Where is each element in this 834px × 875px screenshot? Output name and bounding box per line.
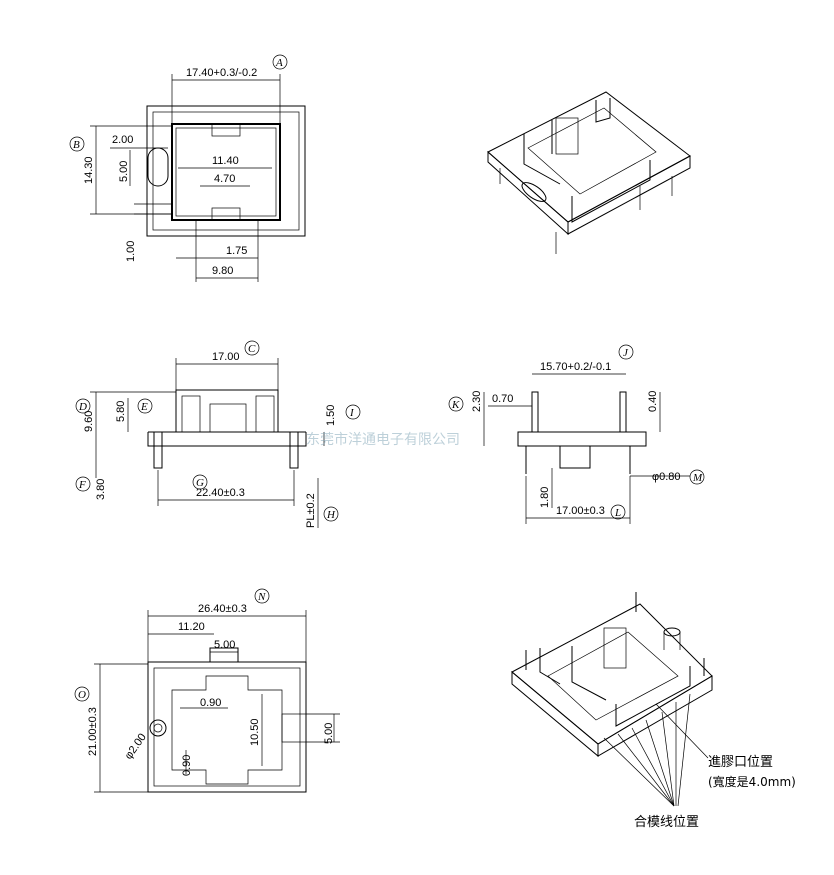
view2-dim-pl: PL±0.2 <box>305 493 317 528</box>
view2-tag-h: H <box>326 509 336 521</box>
view1-dim-470: 4.70 <box>214 173 235 185</box>
view3-tag-j: J <box>623 347 629 359</box>
view4-bottom-view: 26.40±0.3 N 11.20 5.00 21.00±0.3 O 0.90 … <box>74 588 340 793</box>
view1-dim-5: 5.00 <box>118 161 130 182</box>
view3-tag-k: K <box>451 399 460 411</box>
view4-dim-right: 5.00 <box>323 723 335 744</box>
view3-dim-080: φ0.80 <box>652 471 681 483</box>
view1-dim-175: 1.75 <box>226 245 247 257</box>
view2-tag-f: F <box>78 479 86 491</box>
view2-dim-960: 9.60 <box>83 411 95 432</box>
iso-view-top <box>487 91 691 254</box>
view3-dim-040: 0.40 <box>647 391 659 412</box>
view4-dim-090a: 0.90 <box>200 697 221 709</box>
view2-front-view: 17.00 C 9.60 D 5.80 E 3.80 F 1.50 I 22.4… <box>75 340 361 528</box>
note-gate-width: (寬度是4.0mm) <box>708 774 796 789</box>
view2-dim-380: 3.80 <box>95 479 107 500</box>
view4-tag-o: O <box>78 689 86 701</box>
view3-dim-070: 0.70 <box>492 393 513 405</box>
view3-dim-180: 1.80 <box>539 487 551 508</box>
view4-tag-n: N <box>257 591 266 603</box>
view2-dim-top: 17.00 <box>212 351 240 363</box>
view1-dim-height: 14.30 <box>83 156 95 184</box>
view2-tag-c: C <box>248 343 256 355</box>
view1-dim-2: 2.00 <box>112 134 133 146</box>
view1-slot <box>147 147 169 187</box>
view1-tag-a: A <box>275 57 283 69</box>
view2-tag-i: I <box>349 407 355 419</box>
view2-dim-150: 1.50 <box>325 405 337 426</box>
view4-dim-1050: 10.50 <box>249 718 261 746</box>
view3-side-view: 15.70+0.2/-0.1 J 2.30 K 0.70 0.40 φ0.80 … <box>448 344 705 524</box>
view4-dim-dia: φ2.00 <box>123 731 149 761</box>
view1-dim-100: 1.00 <box>125 241 137 262</box>
view4-dim-left: 21.00±0.3 <box>87 707 99 756</box>
view3-dim-230: 2.30 <box>471 391 483 412</box>
view3-dim-top: 15.70+0.2/-0.1 <box>540 361 611 373</box>
view1-tag-b: B <box>73 139 80 151</box>
note-gate-position: 進膠口位置 <box>708 755 773 770</box>
view3-tag-m: M <box>692 472 703 484</box>
view4-dim-500: 5.00 <box>214 639 235 651</box>
view2-tag-d: D <box>78 401 87 413</box>
watermark-text: 东莞市洋通电子有限公司 <box>306 431 460 448</box>
view4-dim-top: 26.40±0.3 <box>198 603 247 615</box>
view4-dim-090b: 0.90 <box>181 755 193 776</box>
view1-dim-980: 9.80 <box>212 265 233 277</box>
view1-top-view: 17.40+0.3/-0.2 A 14.30 B 2.00 5.00 11.40… <box>69 54 306 282</box>
view2-tag-e: E <box>140 401 148 413</box>
view2-dim-bottom: 22.40±0.3 <box>196 487 245 499</box>
view1-dim-1140: 11.40 <box>212 155 239 167</box>
view1-outer-frame <box>146 105 306 237</box>
iso-view-bottom <box>511 592 713 807</box>
view3-dim-bottom: 17.00±0.3 <box>556 505 605 517</box>
view2-dim-580: 5.80 <box>115 401 127 422</box>
view4-dim-1120: 11.20 <box>178 621 205 633</box>
view1-cavity <box>171 123 281 221</box>
note-parting-line: 合模线位置 <box>634 815 699 830</box>
view2-tag-g: G <box>196 477 204 489</box>
view3-tag-l: L <box>614 507 621 519</box>
view1-dim-top: 17.40+0.3/-0.2 <box>186 67 257 79</box>
view4-hole <box>149 719 167 737</box>
